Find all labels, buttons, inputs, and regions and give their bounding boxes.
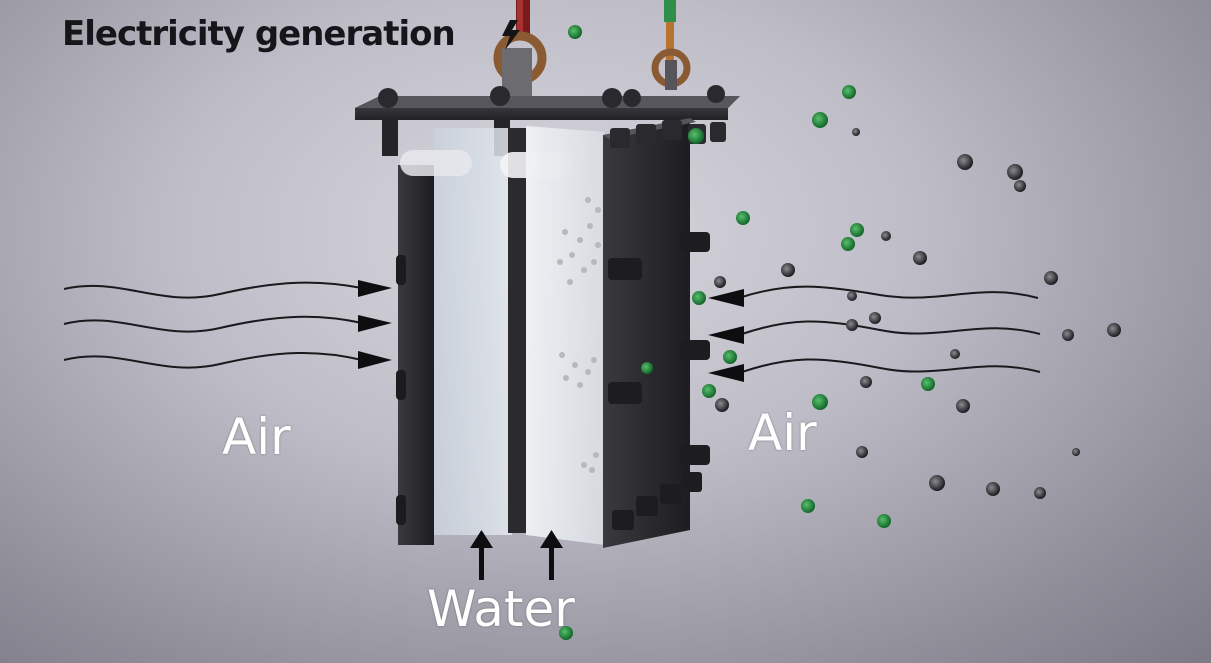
air-left-label: Air <box>222 408 291 466</box>
water-label: Water <box>427 580 575 638</box>
lightning-icon <box>502 20 520 50</box>
electrode-wires <box>493 0 691 103</box>
right-plate <box>603 118 726 548</box>
air-right-label: Air <box>748 404 817 462</box>
right-chamber <box>526 126 605 545</box>
left-frame <box>396 165 434 545</box>
left-air-flow <box>63 281 363 369</box>
dark-particles <box>714 128 1121 499</box>
top-plate <box>355 85 740 156</box>
diagram-title: Electricity generation <box>62 14 456 54</box>
arrow-icon <box>358 280 392 369</box>
right-air-flow <box>741 285 1041 373</box>
water-arrows <box>470 530 563 580</box>
green-particles <box>559 25 935 640</box>
water-bubbles <box>557 197 601 473</box>
arrow-icon <box>708 289 744 382</box>
